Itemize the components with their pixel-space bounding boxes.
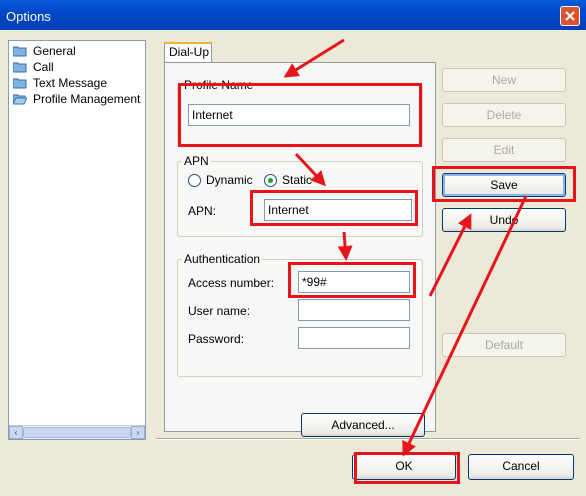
password-label: Password: xyxy=(188,332,245,346)
scroll-thumb[interactable] xyxy=(23,427,131,438)
tab-dial-up[interactable]: Dial-Up xyxy=(164,42,212,62)
scroll-left-arrow-icon[interactable]: ‹ xyxy=(9,426,23,439)
edit-button[interactable]: Edit xyxy=(442,138,566,162)
tree-item-text-message[interactable]: Text Message xyxy=(13,75,107,91)
new-button[interactable]: New xyxy=(442,68,566,92)
authentication-legend: Authentication xyxy=(182,252,263,266)
apn-legend: APN xyxy=(182,154,211,168)
access-number-label: Access number: xyxy=(188,276,275,290)
annotation-box-profile-name xyxy=(178,83,422,147)
close-button[interactable] xyxy=(560,6,580,26)
folder-icon xyxy=(13,78,27,88)
apn-static-label: Static xyxy=(282,173,313,187)
authentication-group: Authentication Access number: *99# User … xyxy=(177,252,423,377)
annotation-box-save xyxy=(432,166,576,202)
apn-field-label: APN: xyxy=(188,204,217,218)
profile-name-input[interactable]: Internet xyxy=(188,104,410,126)
tree-item-label: Profile Management xyxy=(33,92,141,106)
folder-icon xyxy=(13,62,27,72)
user-name-label: User name: xyxy=(188,304,251,318)
separator xyxy=(156,438,580,440)
category-tree: General Call Text Message Profile Manage… xyxy=(8,40,146,440)
annotation-box-access-number xyxy=(288,262,416,298)
window-title: Options xyxy=(6,9,51,24)
apn-dynamic-radio[interactable] xyxy=(188,174,201,187)
open-folder-icon xyxy=(13,94,27,104)
folder-icon xyxy=(13,46,27,56)
tree-item-label: Text Message xyxy=(33,76,108,90)
title-bar: Options xyxy=(0,0,586,30)
advanced-button[interactable]: Advanced... xyxy=(301,413,425,437)
password-input[interactable] xyxy=(298,327,410,349)
tree-horizontal-scrollbar[interactable]: ‹ › xyxy=(9,425,145,439)
dial-up-panel: Profile Name Internet APN Dynamic Static… xyxy=(164,62,436,437)
cancel-button[interactable]: Cancel xyxy=(468,454,574,480)
apn-dynamic-label: Dynamic xyxy=(206,173,253,187)
annotation-box-ok xyxy=(354,452,460,484)
apn-static-radio[interactable] xyxy=(264,174,277,187)
access-number-input[interactable]: *99# xyxy=(298,271,410,293)
tree-item-profile-management[interactable]: Profile Management xyxy=(13,91,140,107)
tree-item-call[interactable]: Call xyxy=(13,59,54,75)
tree-item-label: Call xyxy=(33,60,54,74)
scroll-right-arrow-icon[interactable]: › xyxy=(131,426,145,439)
undo-button[interactable]: Undo xyxy=(442,208,566,232)
user-name-input[interactable] xyxy=(298,299,410,321)
default-button[interactable]: Default xyxy=(442,333,566,357)
annotation-box-apn xyxy=(250,190,418,226)
apn-input[interactable]: Internet xyxy=(264,199,412,221)
delete-button[interactable]: Delete xyxy=(442,103,566,127)
close-icon xyxy=(565,11,575,21)
tree-item-label: General xyxy=(33,44,76,58)
tree-item-general[interactable]: General xyxy=(13,43,76,59)
